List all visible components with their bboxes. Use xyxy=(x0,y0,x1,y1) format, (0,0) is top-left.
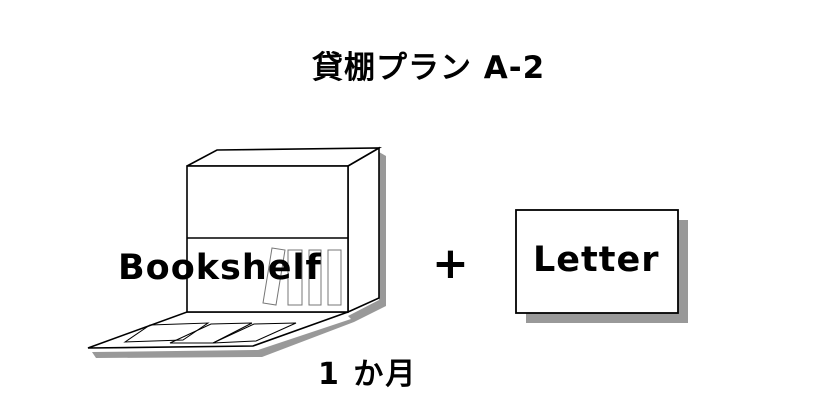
books-icon xyxy=(262,247,342,306)
letter-icon xyxy=(515,209,688,323)
letter-label: Letter xyxy=(533,240,660,280)
plus-icon: + xyxy=(432,238,469,289)
duration-label: 1 か月 xyxy=(318,357,418,392)
plan-title: 貸棚プラン A-2 xyxy=(312,50,546,86)
bookshelf-icon xyxy=(87,146,386,358)
bookshelf-label: Bookshelf xyxy=(118,248,322,288)
